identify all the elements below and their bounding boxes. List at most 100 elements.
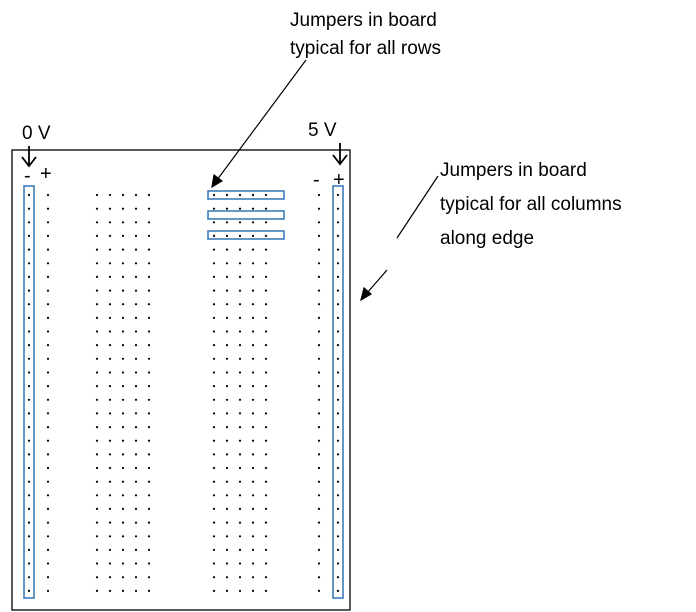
breadboard-hole: [336, 344, 340, 347]
breadboard-hole: [251, 385, 255, 388]
breadboard-hole: [317, 289, 321, 292]
breadboard-hole: [95, 275, 99, 278]
breadboard-hole: [238, 562, 242, 565]
breadboard-hole: [147, 548, 151, 552]
breadboard-hole: [95, 357, 99, 360]
breadboard-hole: [46, 248, 50, 251]
row-jumper-3: [207, 230, 285, 240]
breadboard-hole: [147, 439, 151, 442]
breadboard-hole: [95, 398, 99, 401]
breadboard-hole: [95, 480, 99, 483]
breadboard-hole: [95, 466, 99, 470]
breadboard-hole: [121, 371, 125, 374]
breadboard-hole: [336, 507, 340, 510]
breadboard-hole: [46, 562, 50, 565]
breadboard-hole: [238, 303, 242, 306]
breadboard-hole: [238, 426, 242, 429]
breadboard-hole: [225, 207, 229, 210]
breadboard-hole: [134, 589, 138, 593]
breadboard-hole: [212, 371, 216, 374]
breadboard-hole: [27, 221, 31, 224]
breadboard-hole: [121, 439, 125, 442]
breadboard-hole: [108, 234, 112, 237]
breadboard-hole: [147, 398, 151, 401]
breadboard-hole: [121, 535, 125, 538]
breadboard-hole: [251, 576, 255, 579]
breadboard-hole: [46, 371, 50, 374]
breadboard-hole: [134, 426, 138, 429]
row-jumper-2: [207, 210, 285, 220]
breadboard-hole: [134, 221, 138, 224]
breadboard-hole: [317, 275, 321, 278]
breadboard-hole: [108, 316, 112, 319]
breadboard-hole: [212, 193, 216, 197]
breadboard-hole: [147, 193, 151, 197]
breadboard-hole: [147, 289, 151, 292]
breadboard-hole: [121, 589, 125, 593]
breadboard-hole: [108, 507, 112, 510]
breadboard-hole: [225, 535, 229, 538]
breadboard-hole: [225, 466, 229, 470]
breadboard-hole: [317, 357, 321, 360]
breadboard-hole: [121, 289, 125, 292]
breadboard-hole: [212, 330, 216, 333]
breadboard-hole: [134, 371, 138, 374]
rows-annotation-line-1: Jumpers in board: [290, 10, 437, 31]
breadboard-hole: [336, 412, 340, 415]
breadboard-hole: [336, 548, 340, 552]
breadboard-hole: [147, 426, 151, 429]
breadboard-hole: [251, 412, 255, 415]
breadboard-hole: [95, 589, 99, 593]
breadboard-hole: [46, 398, 50, 401]
breadboard-hole: [212, 234, 216, 237]
breadboard-hole: [95, 221, 99, 224]
breadboard-hole: [46, 344, 50, 347]
breadboard-hole: [46, 221, 50, 224]
breadboard-hole: [317, 344, 321, 347]
columns-annotation-arrow: [360, 269, 388, 302]
breadboard-hole: [27, 576, 31, 579]
breadboard-hole: [108, 330, 112, 333]
breadboard-hole: [336, 221, 340, 224]
breadboard-hole: [134, 303, 138, 306]
breadboard-hole: [147, 453, 151, 456]
breadboard-hole: [251, 193, 255, 197]
columns-annotation-leader: [396, 175, 439, 239]
zero-volt-label: 0 V: [22, 123, 51, 144]
breadboard-hole: [27, 303, 31, 306]
breadboard-hole: [95, 193, 99, 197]
breadboard-hole: [95, 385, 99, 388]
breadboard-hole: [46, 453, 50, 456]
breadboard-hole: [336, 398, 340, 401]
breadboard-hole: [147, 494, 151, 497]
breadboard-hole: [95, 426, 99, 429]
breadboard-hole: [264, 207, 268, 210]
breadboard-hole: [238, 507, 242, 510]
columns-annotation-line-3: along edge: [440, 228, 534, 249]
breadboard-hole: [264, 234, 268, 237]
breadboard-hole: [336, 316, 340, 319]
breadboard-hole: [27, 398, 31, 401]
breadboard-hole: [95, 439, 99, 442]
breadboard-hole: [147, 221, 151, 224]
breadboard-hole: [27, 207, 31, 210]
breadboard-hole: [317, 562, 321, 565]
breadboard-hole: [121, 248, 125, 251]
breadboard-hole: [317, 262, 321, 265]
breadboard-hole: [336, 193, 340, 197]
breadboard-hole: [147, 316, 151, 319]
breadboard-hole: [121, 275, 125, 278]
breadboard-hole: [27, 316, 31, 319]
breadboard-hole: [134, 494, 138, 497]
breadboard-hole: [212, 316, 216, 319]
breadboard-hole: [212, 207, 216, 210]
breadboard-hole: [147, 576, 151, 579]
breadboard-hole: [238, 248, 242, 251]
breadboard-hole: [225, 398, 229, 401]
breadboard-hole: [336, 521, 340, 524]
breadboard-hole: [212, 453, 216, 456]
breadboard-hole: [121, 398, 125, 401]
breadboard-hole: [336, 303, 340, 306]
breadboard-hole: [27, 426, 31, 429]
breadboard-hole: [317, 371, 321, 374]
